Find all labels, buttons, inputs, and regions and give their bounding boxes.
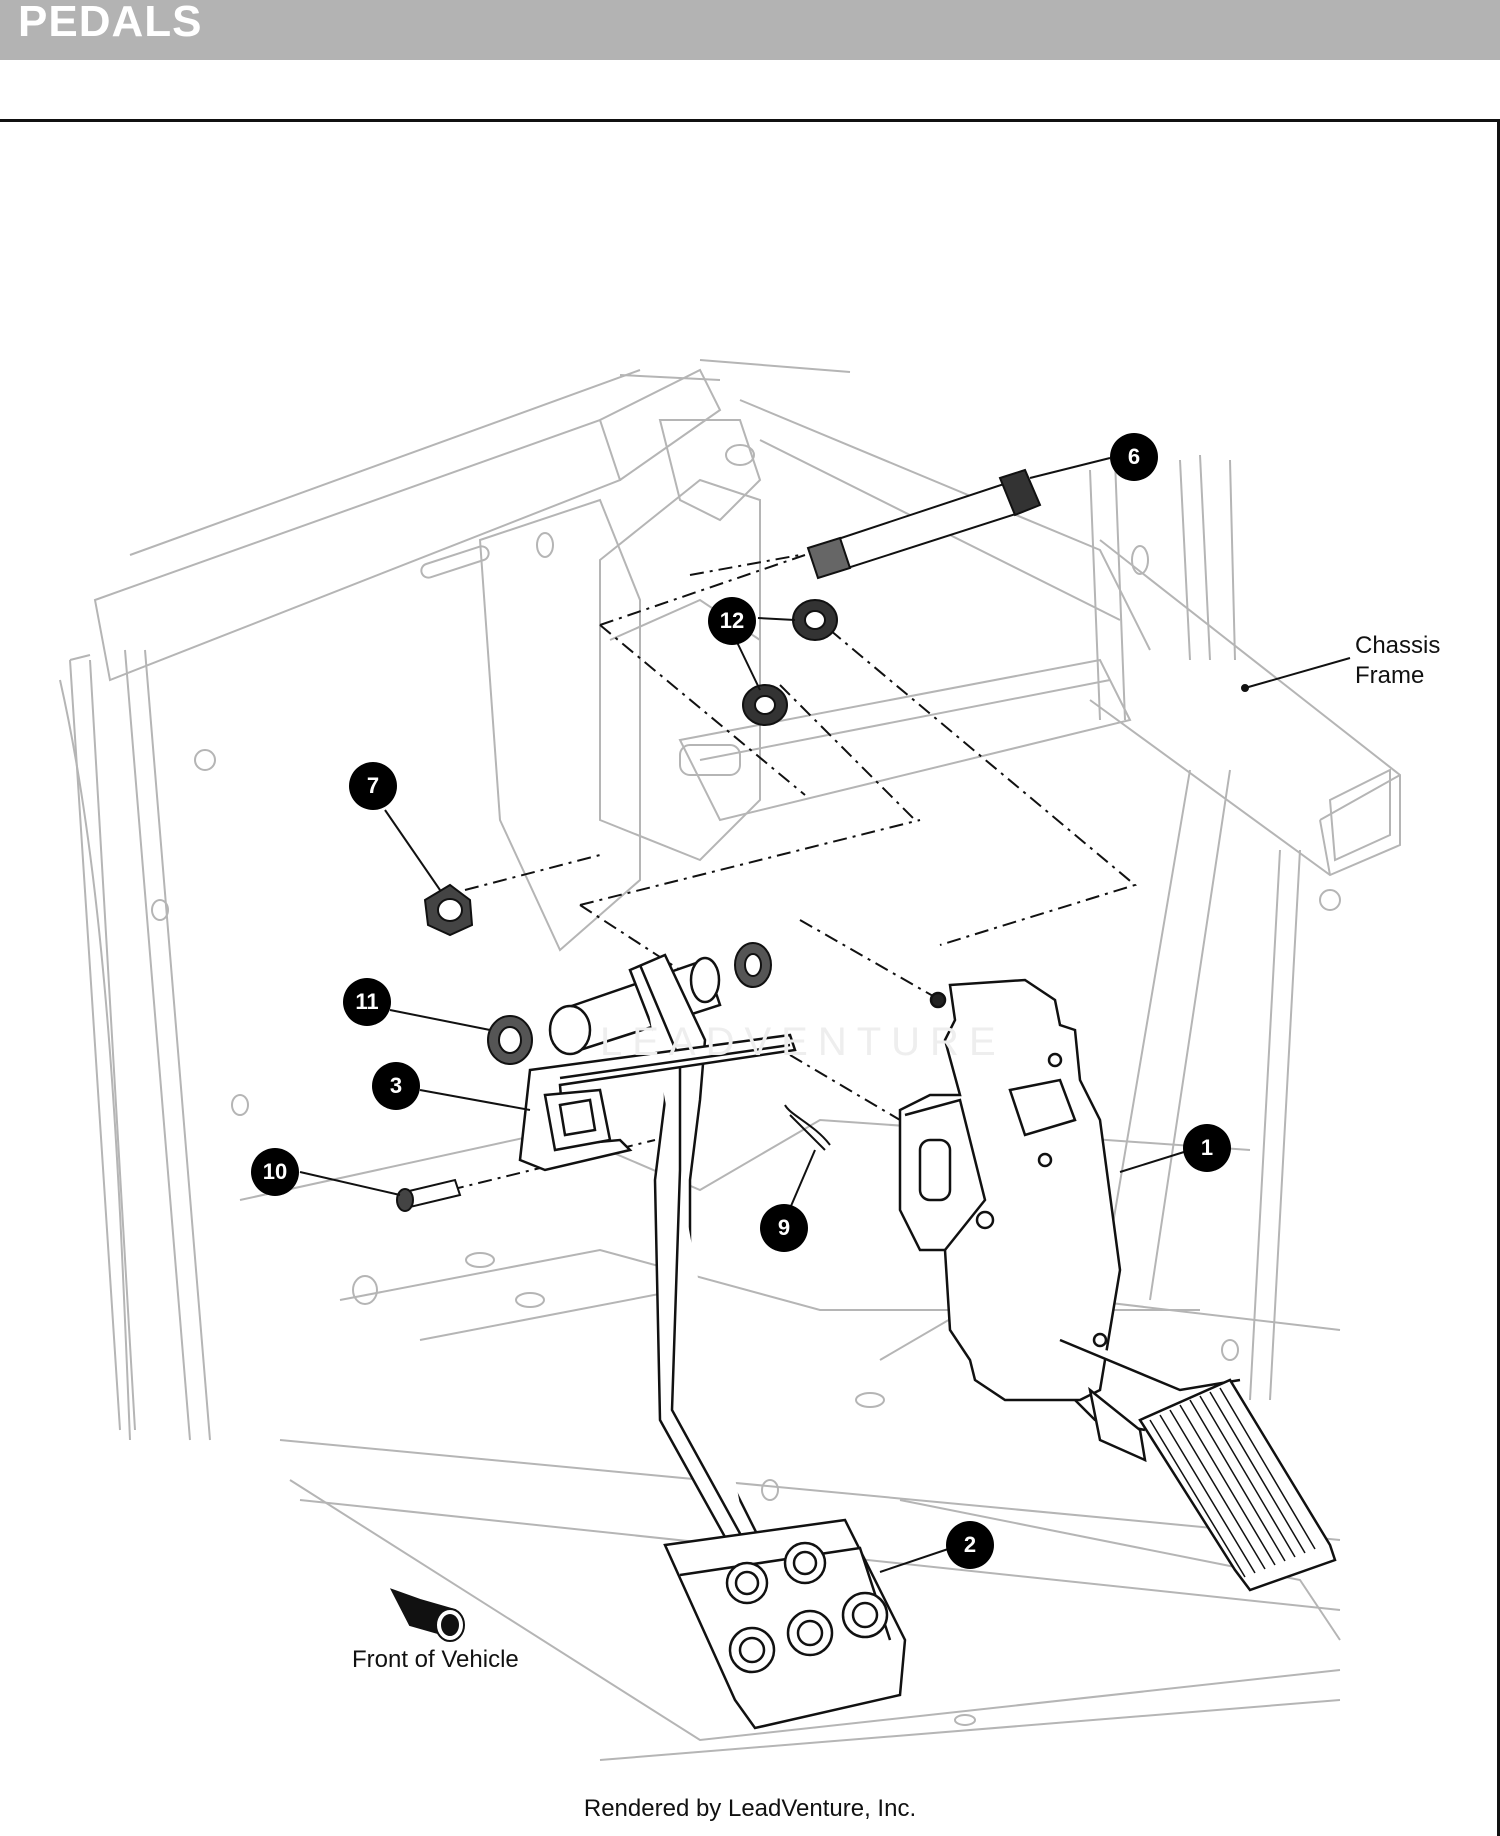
callout-6: 6 [1110,433,1158,481]
header-divider [0,119,1500,122]
callout-10: 10 [251,1148,299,1196]
callout-7: 7 [349,762,397,810]
leader-lines [299,457,1351,1573]
callout-12: 12 [708,597,756,645]
nut-7 [423,883,474,937]
brake-pedal [548,953,907,1730]
retaining-clip [784,1104,831,1151]
chassis-frame-label: Chassis Frame [1355,632,1441,689]
accelerator-pedal [898,978,1337,1592]
long-bolt [806,468,1042,580]
bushings [487,942,772,1065]
front-of-vehicle-label: Front of Vehicle [352,1646,519,1673]
page-header: PEDALS [0,0,1500,60]
page-title: PEDALS [18,0,203,46]
assembly-lines [449,554,1138,1191]
callout-2: 2 [946,1521,994,1569]
callout-9: 9 [760,1204,808,1252]
clevis-pin [396,1178,462,1212]
switch-bracket [518,1033,797,1172]
chassis-structure [59,359,1401,1761]
watermark: LEADVENTURE [600,1020,1006,1064]
front-arrow-icon [389,1588,465,1642]
callout-3: 3 [372,1062,420,1110]
callout-1: 1 [1183,1124,1231,1172]
frame-border [1497,119,1500,1836]
credit-text: Rendered by LeadVenture, Inc. [583,1795,917,1822]
callout-11: 11 [343,978,391,1026]
